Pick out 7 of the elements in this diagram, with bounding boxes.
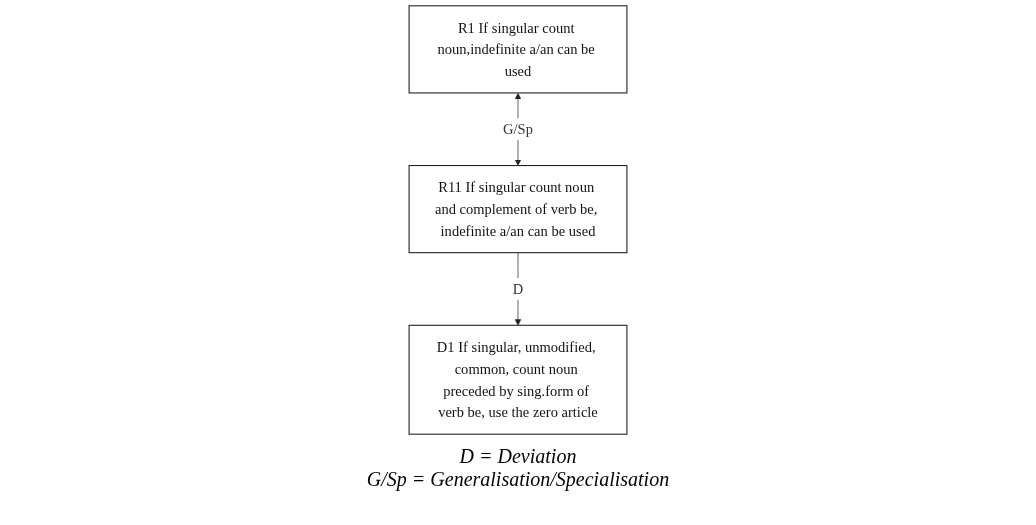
- legend-note: G/Sp = Generalisation/Specialisation: [366, 468, 670, 490]
- edge-label: D: [512, 280, 524, 297]
- edge-label: G/Sp: [503, 121, 533, 138]
- legend-note: D = Deviation: [459, 445, 577, 467]
- node-box: D1 If singular, unmodified, common, count noun preceded by sing.form of verb be, use the zero article: [408, 324, 628, 435]
- node-box: R1 If singular count noun,indefinite a/an can be used: [408, 5, 628, 94]
- node-box: R11 If singular count noun and complement of verb be, indefinite a/an can be used: [408, 165, 628, 254]
